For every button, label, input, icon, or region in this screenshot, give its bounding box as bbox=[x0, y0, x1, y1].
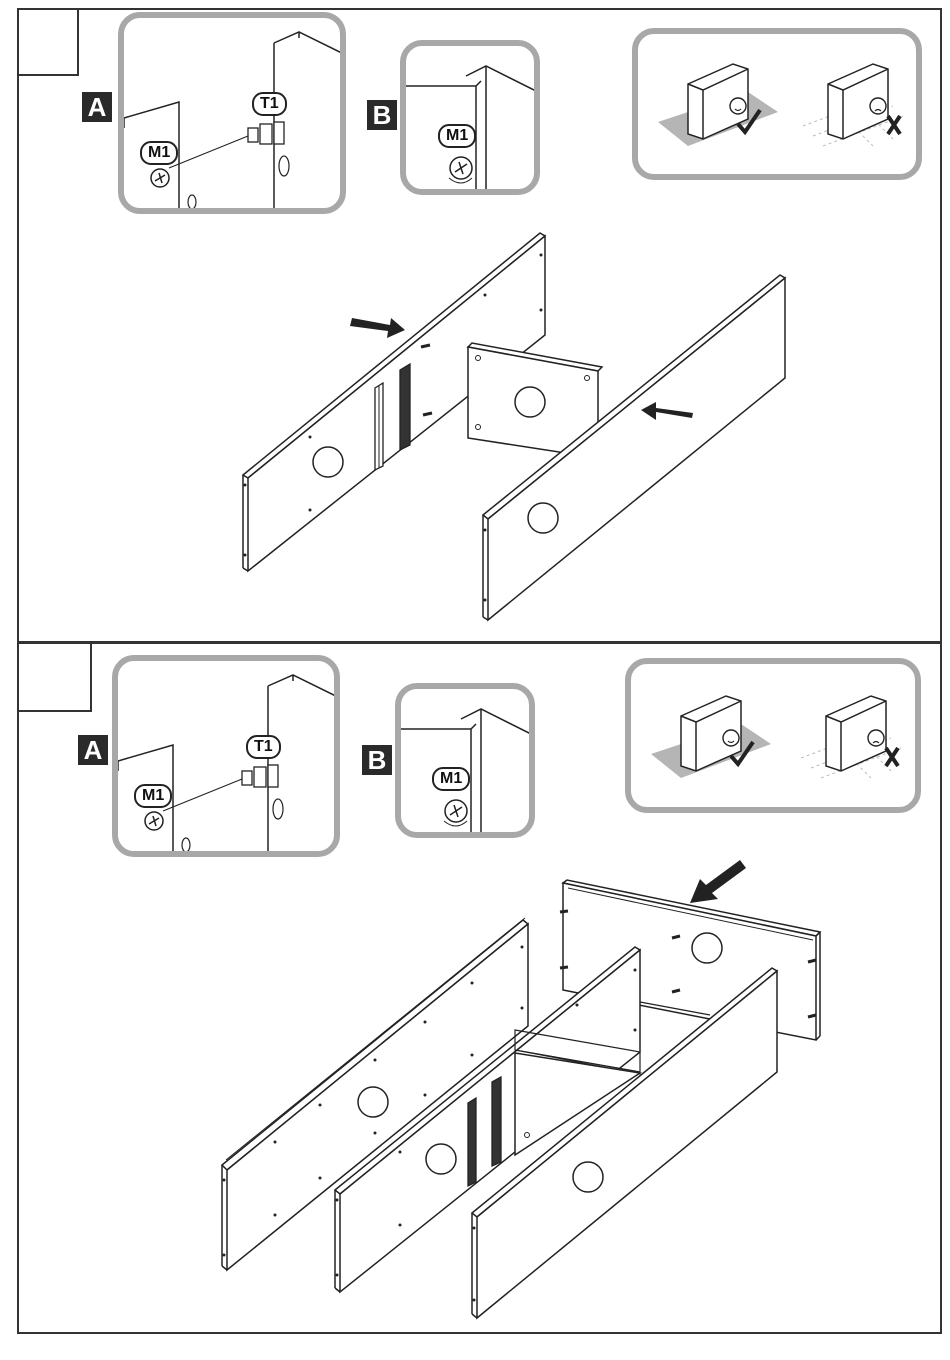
insert-arrow-icon bbox=[690, 860, 746, 903]
